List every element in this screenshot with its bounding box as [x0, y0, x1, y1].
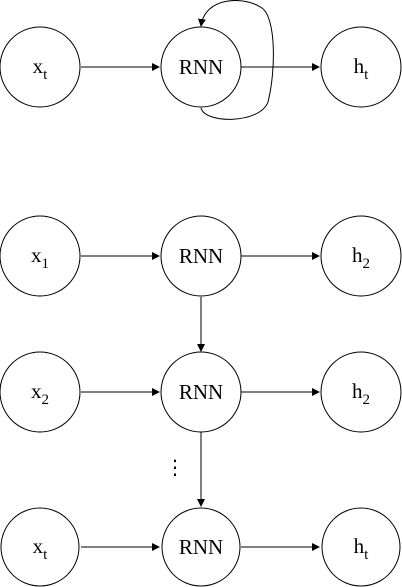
ellipsis: ⋮: [165, 455, 185, 479]
unrolled-rnn: ⋮ x1 RNN h2: [0, 215, 402, 587]
svg-text:h2: h2: [352, 243, 370, 272]
input-label: x: [33, 54, 44, 78]
output-label: h: [352, 243, 363, 267]
svg-text:ht: ht: [354, 54, 370, 83]
rnn-cell-label: RNN: [179, 244, 223, 268]
input-subscript: 1: [42, 256, 50, 272]
input-node: x1: [0, 215, 81, 297]
rnn-cell-node: RNN: [160, 215, 242, 297]
input-label: x: [31, 379, 42, 403]
output-node: h2: [320, 351, 402, 433]
unrolled-row-1: x1 RNN h2: [0, 215, 402, 297]
output-node: h2: [320, 215, 402, 297]
rnn-cell-node: RNN: [160, 351, 242, 433]
input-node: x2: [0, 351, 81, 433]
output-label: h: [354, 54, 365, 78]
rnn-cell-label: RNN: [179, 380, 223, 404]
rnn-cell-label: RNN: [179, 535, 223, 559]
svg-text:ht: ht: [354, 534, 370, 563]
folded-rnn: xt RNN ht: [0, 0, 402, 120]
input-subscript: 2: [42, 392, 50, 408]
input-node: xt: [0, 507, 80, 587]
input-label: x: [33, 534, 44, 558]
output-label: h: [352, 379, 363, 403]
svg-text:xt: xt: [33, 54, 49, 83]
output-subscript: 2: [363, 256, 371, 272]
input-node: xt: [0, 26, 81, 108]
output-node: ht: [320, 26, 402, 108]
input-subscript: t: [43, 547, 48, 563]
output-node: ht: [321, 507, 401, 587]
rnn-cell-node: RNN: [161, 507, 241, 587]
input-subscript: t: [43, 67, 48, 83]
output-subscript: 2: [363, 392, 371, 408]
rnn-cell-label: RNN: [179, 55, 223, 79]
output-subscript: t: [364, 547, 369, 563]
svg-text:h2: h2: [352, 379, 370, 408]
svg-text:xt: xt: [33, 534, 49, 563]
unrolled-row-t: xt RNN ht: [0, 507, 401, 587]
unrolled-row-2: x2 RNN h2: [0, 351, 402, 433]
recurrent-loop-edge: [197, 0, 274, 120]
rnn-cell-node: RNN: [160, 26, 242, 108]
output-label: h: [354, 534, 365, 558]
svg-text:x2: x2: [31, 379, 49, 408]
input-label: x: [31, 243, 42, 267]
svg-text:x1: x1: [31, 243, 49, 272]
output-subscript: t: [364, 67, 369, 83]
